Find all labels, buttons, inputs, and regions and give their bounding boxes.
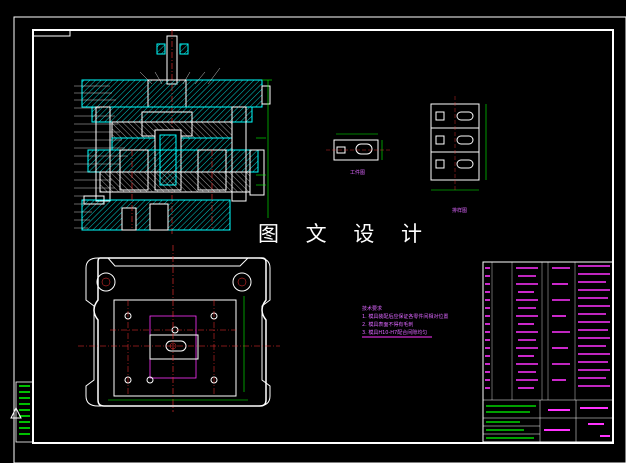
part-drawing: 工件图 (326, 133, 390, 176)
strip-layout: 排样图 (430, 96, 487, 214)
triangle-icon (10, 406, 22, 419)
technical-requirements: 技术要求 1. 模具装配后应保证各零件间相对位置 2. 模具表面不得有毛刺 3.… (362, 305, 448, 338)
watermark-text: 图 文 设 计 (254, 218, 437, 248)
layout-view-label: 排样图 (452, 207, 467, 214)
tech-req-item: 3. 模具H10-H7配合间隙均匀 (362, 329, 427, 336)
part-view-label: 工件图 (350, 169, 365, 176)
plan-view (78, 245, 280, 412)
title-block (482, 261, 614, 443)
outer-frame (13, 16, 626, 463)
tech-req-item: 2. 模具表面不得有毛刺 (362, 321, 413, 328)
left-margin-block (10, 381, 34, 443)
assembly-section-view (74, 30, 272, 236)
drawing-frame (32, 29, 614, 444)
tech-req-title: 技术要求 (362, 305, 382, 312)
tech-req-item: 1. 模具装配后应保证各零件间相对位置 (362, 313, 448, 320)
corner-tab (33, 30, 71, 37)
